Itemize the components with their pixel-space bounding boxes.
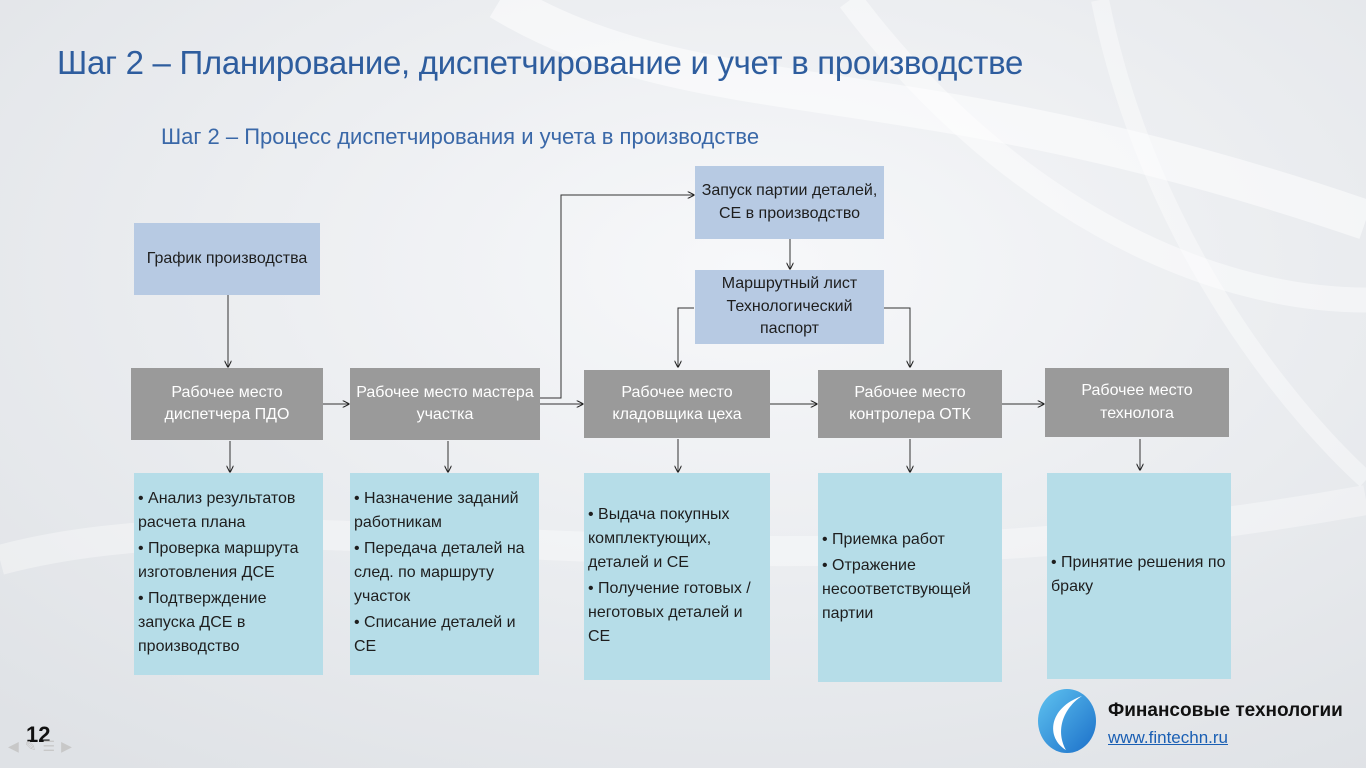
workplace-controller-label: Рабочее место контролера ОТК [849, 383, 971, 423]
route-sheet-label: Маршрутный лист Технологический паспорт [721, 275, 858, 338]
company-name: Финансовые технологии [1108, 700, 1343, 721]
production-schedule-box: График производства [134, 223, 320, 295]
next-slide-icon[interactable]: ▶ [61, 738, 78, 754]
list-item: Списание деталей и СЕ [354, 611, 535, 659]
list-item: Анализ результатов расчета плана [138, 487, 319, 535]
list-item: Получение готовых / неготовых деталей и … [588, 577, 766, 649]
fintech-logo-icon [1038, 689, 1096, 753]
dispatcher-task-list: Анализ результатов расчета плана Проверк… [138, 487, 319, 661]
list-item: Отражение несоответствующей партии [822, 554, 998, 626]
workplace-dispatcher-label: Рабочее место диспетчера ПДО [164, 383, 290, 423]
list-item: Проверка маршрута изготовления ДСЕ [138, 537, 319, 585]
production-schedule-label: График производства [146, 249, 308, 267]
workplace-storekeeper-label: Рабочее место кладовщика цеха [612, 383, 742, 423]
diagram-subtitle: Шаг 2 – Процесс диспетчирования и учета … [161, 124, 760, 149]
technologist-task-list: Принятие решения по браку [1051, 551, 1227, 601]
controller-task-list: Приемка работ Отражение несоответствующе… [822, 528, 998, 628]
menu-icon[interactable]: ☰ [42, 738, 62, 754]
master-task-list: Назначение заданий работникам Передача д… [354, 487, 535, 661]
page-number: 12 [26, 722, 51, 747]
list-item: Подтверждение запуска ДСЕ в производство [138, 587, 319, 659]
controller-tasks-box: Приемка работ Отражение несоответствующе… [818, 473, 1002, 682]
technologist-tasks-box: Принятие решения по браку [1047, 473, 1231, 679]
workplace-controller-box: Рабочее место контролера ОТК [818, 370, 1002, 438]
master-tasks-box: Назначение заданий работникам Передача д… [350, 473, 539, 675]
list-item: Принятие решения по браку [1051, 551, 1227, 599]
pen-icon[interactable]: ✎ [24, 738, 43, 754]
prev-slide-icon[interactable]: ◀ [8, 738, 25, 754]
workplace-storekeeper-box: Рабочее место кладовщика цеха [584, 370, 770, 438]
batch-launch-box: Запуск партии деталей, СЕ в производство [695, 166, 884, 239]
workplace-master-box: Рабочее место мастера участка [350, 368, 540, 440]
route-sheet-box: Маршрутный лист Технологический паспорт [695, 270, 884, 344]
list-item: Приемка работ [822, 528, 998, 552]
workplace-technologist-box: Рабочее место технолога [1045, 368, 1229, 437]
list-item: Назначение заданий работникам [354, 487, 535, 535]
slide-title: Шаг 2 – Планирование, диспетчирование и … [57, 44, 1024, 81]
batch-launch-label: Запуск партии деталей, СЕ в производство [701, 182, 878, 222]
storekeeper-tasks-box: Выдача покупных комплектующих, деталей и… [584, 473, 770, 680]
company-website-link[interactable]: www.fintechn.ru [1108, 728, 1228, 747]
list-item: Выдача покупных комплектующих, деталей и… [588, 503, 766, 575]
workplace-dispatcher-box: Рабочее место диспетчера ПДО [131, 368, 323, 440]
workplace-master-label: Рабочее место мастера участка [356, 383, 534, 423]
slide-nav-controls[interactable]: ◀✎☰▶ [8, 738, 78, 755]
list-item: Передача деталей на след. по маршруту уч… [354, 537, 535, 609]
workplace-technologist-label: Рабочее место технолога [1081, 382, 1193, 422]
dispatcher-tasks-box: Анализ результатов расчета плана Проверк… [134, 473, 323, 675]
storekeeper-task-list: Выдача покупных комплектующих, деталей и… [588, 503, 766, 651]
